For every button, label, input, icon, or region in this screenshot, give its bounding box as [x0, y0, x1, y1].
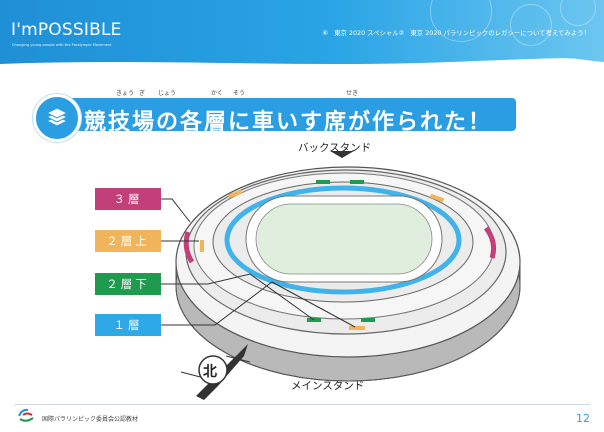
ruby-kaku: かく — [211, 90, 224, 97]
blue-seat-ring — [224, 185, 462, 295]
north-arrow — [180, 344, 251, 400]
ruby-gi: ぎ — [139, 90, 146, 97]
ruby-jou: じょう — [158, 90, 177, 97]
infield — [255, 203, 433, 275]
main-stand-label: メインスタンド — [291, 380, 365, 392]
logo-tagline: Changing young people with the Paralympi… — [12, 43, 112, 47]
series-title: 東京 2020 パラリンピックのレガシーについて考えてみよう！ — [410, 29, 590, 37]
legend-layer3: ３層 — [95, 188, 161, 210]
ruby-seki: せき — [346, 90, 359, 97]
impossible-logo: I'mPOSSIBLE — [11, 20, 122, 40]
title-bar — [50, 98, 516, 131]
north-label: 北 — [203, 364, 217, 380]
layer3-seats — [183, 226, 496, 264]
series-label: 東京 2020 スペシャル② — [334, 29, 405, 37]
circled-number-icon: ⑥ — [322, 29, 329, 37]
ruby-kyou: きょう — [116, 90, 135, 97]
legend-layer1: １層 — [95, 314, 161, 336]
footer-org: 国際パラリンピック委員会公認教材 — [42, 416, 139, 423]
header-wave — [0, 58, 604, 66]
ipc-agitos-logo — [18, 408, 34, 422]
legend-layer2-upper: ２層上 — [95, 230, 161, 252]
page-header: I'mPOSSIBLE Changing young people with t… — [0, 0, 604, 66]
decor-circle — [510, 4, 552, 46]
leader-lines — [161, 198, 356, 328]
layer2-upper-seats — [200, 189, 445, 330]
back-stand-arrow — [330, 151, 354, 158]
ruby-sou: そう — [233, 90, 246, 97]
stacked-layers-icon — [33, 94, 81, 142]
series-heading: ⑥ 東京 2020 スペシャル② 東京 2020 パラリンピックのレガシーについて考… — [316, 28, 590, 37]
page-title: 競技場の各層に車いす席が作られた！ — [84, 110, 493, 135]
legend-layer2-lower: ２層下 — [95, 273, 161, 295]
footer-divider — [14, 404, 590, 405]
page-number: 12 — [576, 412, 590, 425]
